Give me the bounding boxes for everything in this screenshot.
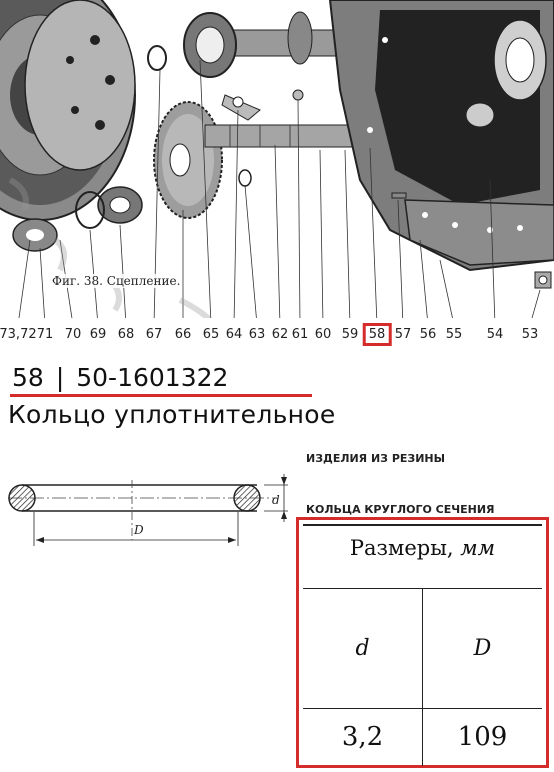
part-number-label: 68 xyxy=(117,327,135,342)
gasket-plate-drawing xyxy=(404,199,554,266)
part-number-label: 64 xyxy=(225,327,243,342)
value-D: 109 xyxy=(457,722,508,752)
part-number-label: 70 xyxy=(64,327,82,342)
part-separator: | xyxy=(55,362,65,392)
part-number-label: 57 xyxy=(394,327,412,342)
pressure-plate-drawing xyxy=(24,0,136,171)
table-divider xyxy=(303,708,542,709)
label-D: D xyxy=(133,523,144,537)
part-number-label: 69 xyxy=(89,327,107,342)
snap-ring-drawing xyxy=(238,169,252,187)
part-number-label: 73,72 xyxy=(0,327,37,342)
dimensions-table: Размеры, мм d D 3,2 109 xyxy=(303,524,542,766)
part-number-label: 53 xyxy=(521,327,539,342)
part-number-label: 60 xyxy=(314,327,332,342)
part-number-label: 66 xyxy=(174,327,192,342)
o-ring-section-drawing: D d xyxy=(8,474,288,546)
part-code-underline xyxy=(10,394,312,397)
part-number-label: 62 xyxy=(271,327,289,342)
part-number-label: 55 xyxy=(445,327,463,342)
table-column-divider xyxy=(422,588,423,766)
ring-section-left xyxy=(8,484,36,512)
part-number-label: 63 xyxy=(248,327,266,342)
category-label: ИЗДЕЛИЯ ИЗ РЕЗИНЫ xyxy=(306,452,446,465)
part-number-label: 56 xyxy=(419,327,437,342)
value-d: 3,2 xyxy=(341,722,384,752)
bearing-drawing xyxy=(12,186,143,252)
part-title: Кольцо уплотнительное xyxy=(8,400,336,429)
part-number-label: 67 xyxy=(145,327,163,342)
part-number-label: 61 xyxy=(291,327,309,342)
gear-drawing xyxy=(153,101,223,219)
dimensions-highlight-frame xyxy=(296,517,549,768)
part-number-label: 65 xyxy=(202,327,220,342)
column-header-d: d xyxy=(355,636,370,661)
figure-caption: Фиг. 38. Сцепление. xyxy=(50,274,183,288)
part-code: 50-1601322 xyxy=(76,362,229,392)
part-number-label: 59 xyxy=(341,327,359,342)
ring-section-right xyxy=(233,484,261,512)
subcategory-label: КОЛЬЦА КРУГЛОГО СЕЧЕНИЯ xyxy=(306,503,495,516)
part-number-label: 54 xyxy=(486,327,504,342)
part-position: 58 xyxy=(12,362,44,392)
pin-drawing xyxy=(391,192,407,199)
lever-drawing xyxy=(221,89,304,121)
part-number-label-highlighted: 58 xyxy=(362,323,392,346)
label-d: d xyxy=(272,493,280,507)
column-header-D: D xyxy=(473,636,492,661)
dimensions-header: Размеры, мм xyxy=(303,536,542,560)
dimensions-header-unit: мм xyxy=(460,536,496,560)
nut-drawing xyxy=(534,271,552,289)
part-code-row: 58 | 50-1601322 xyxy=(12,360,228,394)
part-number-label: 71 xyxy=(36,327,54,342)
small-ring-drawing xyxy=(147,45,167,71)
clutch-assembly-illustration xyxy=(0,0,554,318)
dimensions-header-text: Размеры, xyxy=(349,536,461,560)
